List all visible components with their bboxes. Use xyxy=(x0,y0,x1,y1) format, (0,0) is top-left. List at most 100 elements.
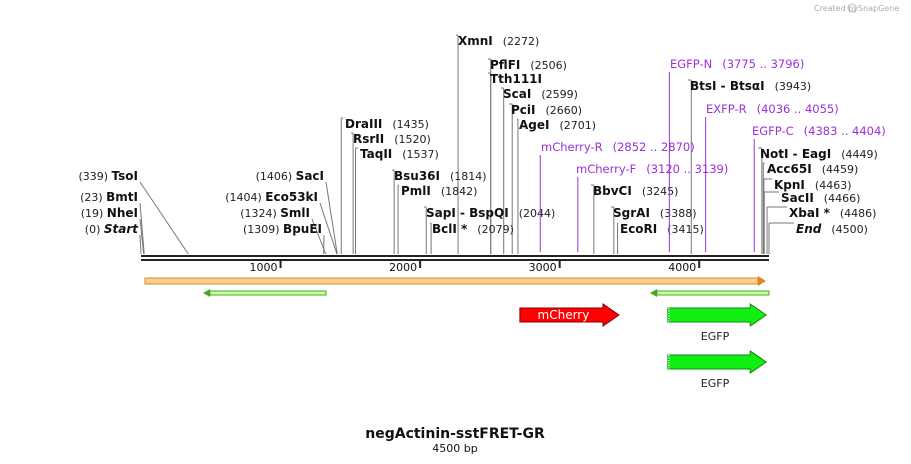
site-position: (2506) xyxy=(530,59,567,72)
site-name: Tth111I xyxy=(490,72,542,86)
site-label: RsrII (1520) xyxy=(353,132,431,146)
primer-name: mCherry-F xyxy=(576,162,636,176)
site-label: (1406) SacI xyxy=(256,169,324,183)
site-label: EcoRI (3415) xyxy=(620,222,704,236)
site-label: SgrAI(3388) xyxy=(613,206,696,220)
site-name: BtsI - BtsαI xyxy=(690,79,765,93)
site-position: (0) xyxy=(85,223,104,236)
primer-name: EXFP-R xyxy=(706,102,747,116)
site-position: (1520) xyxy=(394,133,431,146)
site-position: (1842) xyxy=(441,185,478,198)
site-name: XmnI xyxy=(458,34,493,48)
primer-name: EGFP-N xyxy=(670,57,712,71)
site-label: (1404) Eco53kI xyxy=(225,190,318,204)
map-length: 4500 bp xyxy=(432,442,477,455)
site-position: (339) xyxy=(78,170,111,183)
primer-name: EGFP-C xyxy=(752,124,794,138)
site-name: PciI xyxy=(511,103,536,117)
primer-label: EGFP-N(3775 .. 3796) xyxy=(670,57,804,71)
primer-label: mCherry-R(2852 .. 2870) xyxy=(541,140,695,154)
site-position: (1406) xyxy=(256,170,296,183)
primers: mCherry-R(2852 .. 2870) mCherry-F(3120 ..… xyxy=(539,57,886,252)
site-position: (4459) xyxy=(822,163,859,176)
feature-label: EGFP xyxy=(701,330,730,343)
site-position: (2079) xyxy=(477,223,514,236)
site-name: BmtI xyxy=(106,190,138,204)
site-line xyxy=(319,202,338,255)
site-position: (1814) xyxy=(450,170,487,183)
feature-arrow xyxy=(667,303,768,327)
site-label: NotI - EagI (4449) xyxy=(760,147,878,161)
site-label: BbvCI (3245) xyxy=(593,184,678,198)
credit-brand: SnapGene xyxy=(858,4,899,13)
feature-arrow xyxy=(519,303,620,327)
site-position: (3943) xyxy=(775,80,812,93)
site-label: TaqII(1537) xyxy=(360,147,439,161)
site-name: Eco53kI xyxy=(265,190,318,204)
site-label: XmnI(2272) xyxy=(458,34,539,48)
site-position: (3388) xyxy=(660,207,697,220)
site-position: (2660) xyxy=(546,104,583,117)
site-line xyxy=(311,218,327,255)
site-name: PflFI xyxy=(490,58,520,72)
site-name: DraIII xyxy=(345,117,382,131)
primer-label: EGFP-C (4383 .. 4404) xyxy=(752,124,886,138)
site-label: (1309) BpuEI xyxy=(243,222,322,236)
site-position: (19) xyxy=(81,207,107,220)
snapgene-logo-icon xyxy=(847,3,857,13)
primer-label: mCherry-F(3120 .. 3139) xyxy=(576,162,728,176)
site-name: EcoRI xyxy=(620,222,657,236)
site-line xyxy=(139,181,189,255)
site-position: (1324) xyxy=(240,207,280,220)
site-name: Start xyxy=(104,222,139,236)
site-name: BclI * xyxy=(432,222,468,236)
site-position: (2044) xyxy=(519,207,556,220)
site-name: End xyxy=(796,222,822,236)
site-label: ScaI(2599) xyxy=(503,87,578,101)
site-position: (1435) xyxy=(392,118,429,131)
primer-range: (4036 .. 4055) xyxy=(757,102,839,116)
site-name: TsoI xyxy=(112,169,138,183)
ruler-tick-label: 1000 xyxy=(250,261,278,274)
site-label: Acc65I (4459) xyxy=(767,162,858,176)
site-label: (19) NheI xyxy=(81,206,138,220)
site-label: End (4500) xyxy=(796,222,868,236)
site-name: Bsu36I xyxy=(394,169,440,183)
map-title: negActinin-sstFRET-GR xyxy=(365,426,545,442)
site-name: RsrII xyxy=(353,132,384,146)
site-name: SapI - BspQI xyxy=(426,206,509,220)
site-position: (4486) xyxy=(840,207,877,220)
site-position: (4500) xyxy=(831,223,868,236)
site-position: (1309) xyxy=(243,223,283,236)
site-name: BbvCI xyxy=(593,184,632,198)
site-name: SacI xyxy=(296,169,324,183)
site-name: Acc65I xyxy=(767,162,812,176)
site-label: XbaI *(4486) xyxy=(789,206,876,220)
primer-label: EXFP-R (4036 .. 4055) xyxy=(706,102,839,116)
primer-name: mCherry-R xyxy=(541,140,603,154)
site-position: (3245) xyxy=(642,185,679,198)
primer-range: (4383 .. 4404) xyxy=(804,124,886,138)
site-label: (339) TsoI xyxy=(78,169,138,183)
ruler-tick-label: 2000 xyxy=(389,261,417,274)
site-line xyxy=(139,234,142,255)
site-line xyxy=(139,218,145,255)
site-position: (2599) xyxy=(541,88,578,101)
site-line xyxy=(139,202,145,255)
site-position: (4449) xyxy=(841,148,878,161)
orange-feature-bar xyxy=(144,276,766,286)
feature-arrow xyxy=(667,350,768,374)
site-position: (4466) xyxy=(824,192,861,205)
site-label: Bsu36I (1814) xyxy=(394,169,487,183)
site-label: Tth111I xyxy=(490,72,542,86)
site-name: NotI - EagI xyxy=(760,147,831,161)
feature-label: EGFP xyxy=(701,377,730,390)
site-label: (0) Start xyxy=(85,222,139,236)
site-position: (3415) xyxy=(667,223,704,236)
site-label: SapI - BspQI (2044) xyxy=(426,206,555,220)
site-position: (1537) xyxy=(402,148,439,161)
site-label: AgeI(2701) xyxy=(519,118,596,132)
